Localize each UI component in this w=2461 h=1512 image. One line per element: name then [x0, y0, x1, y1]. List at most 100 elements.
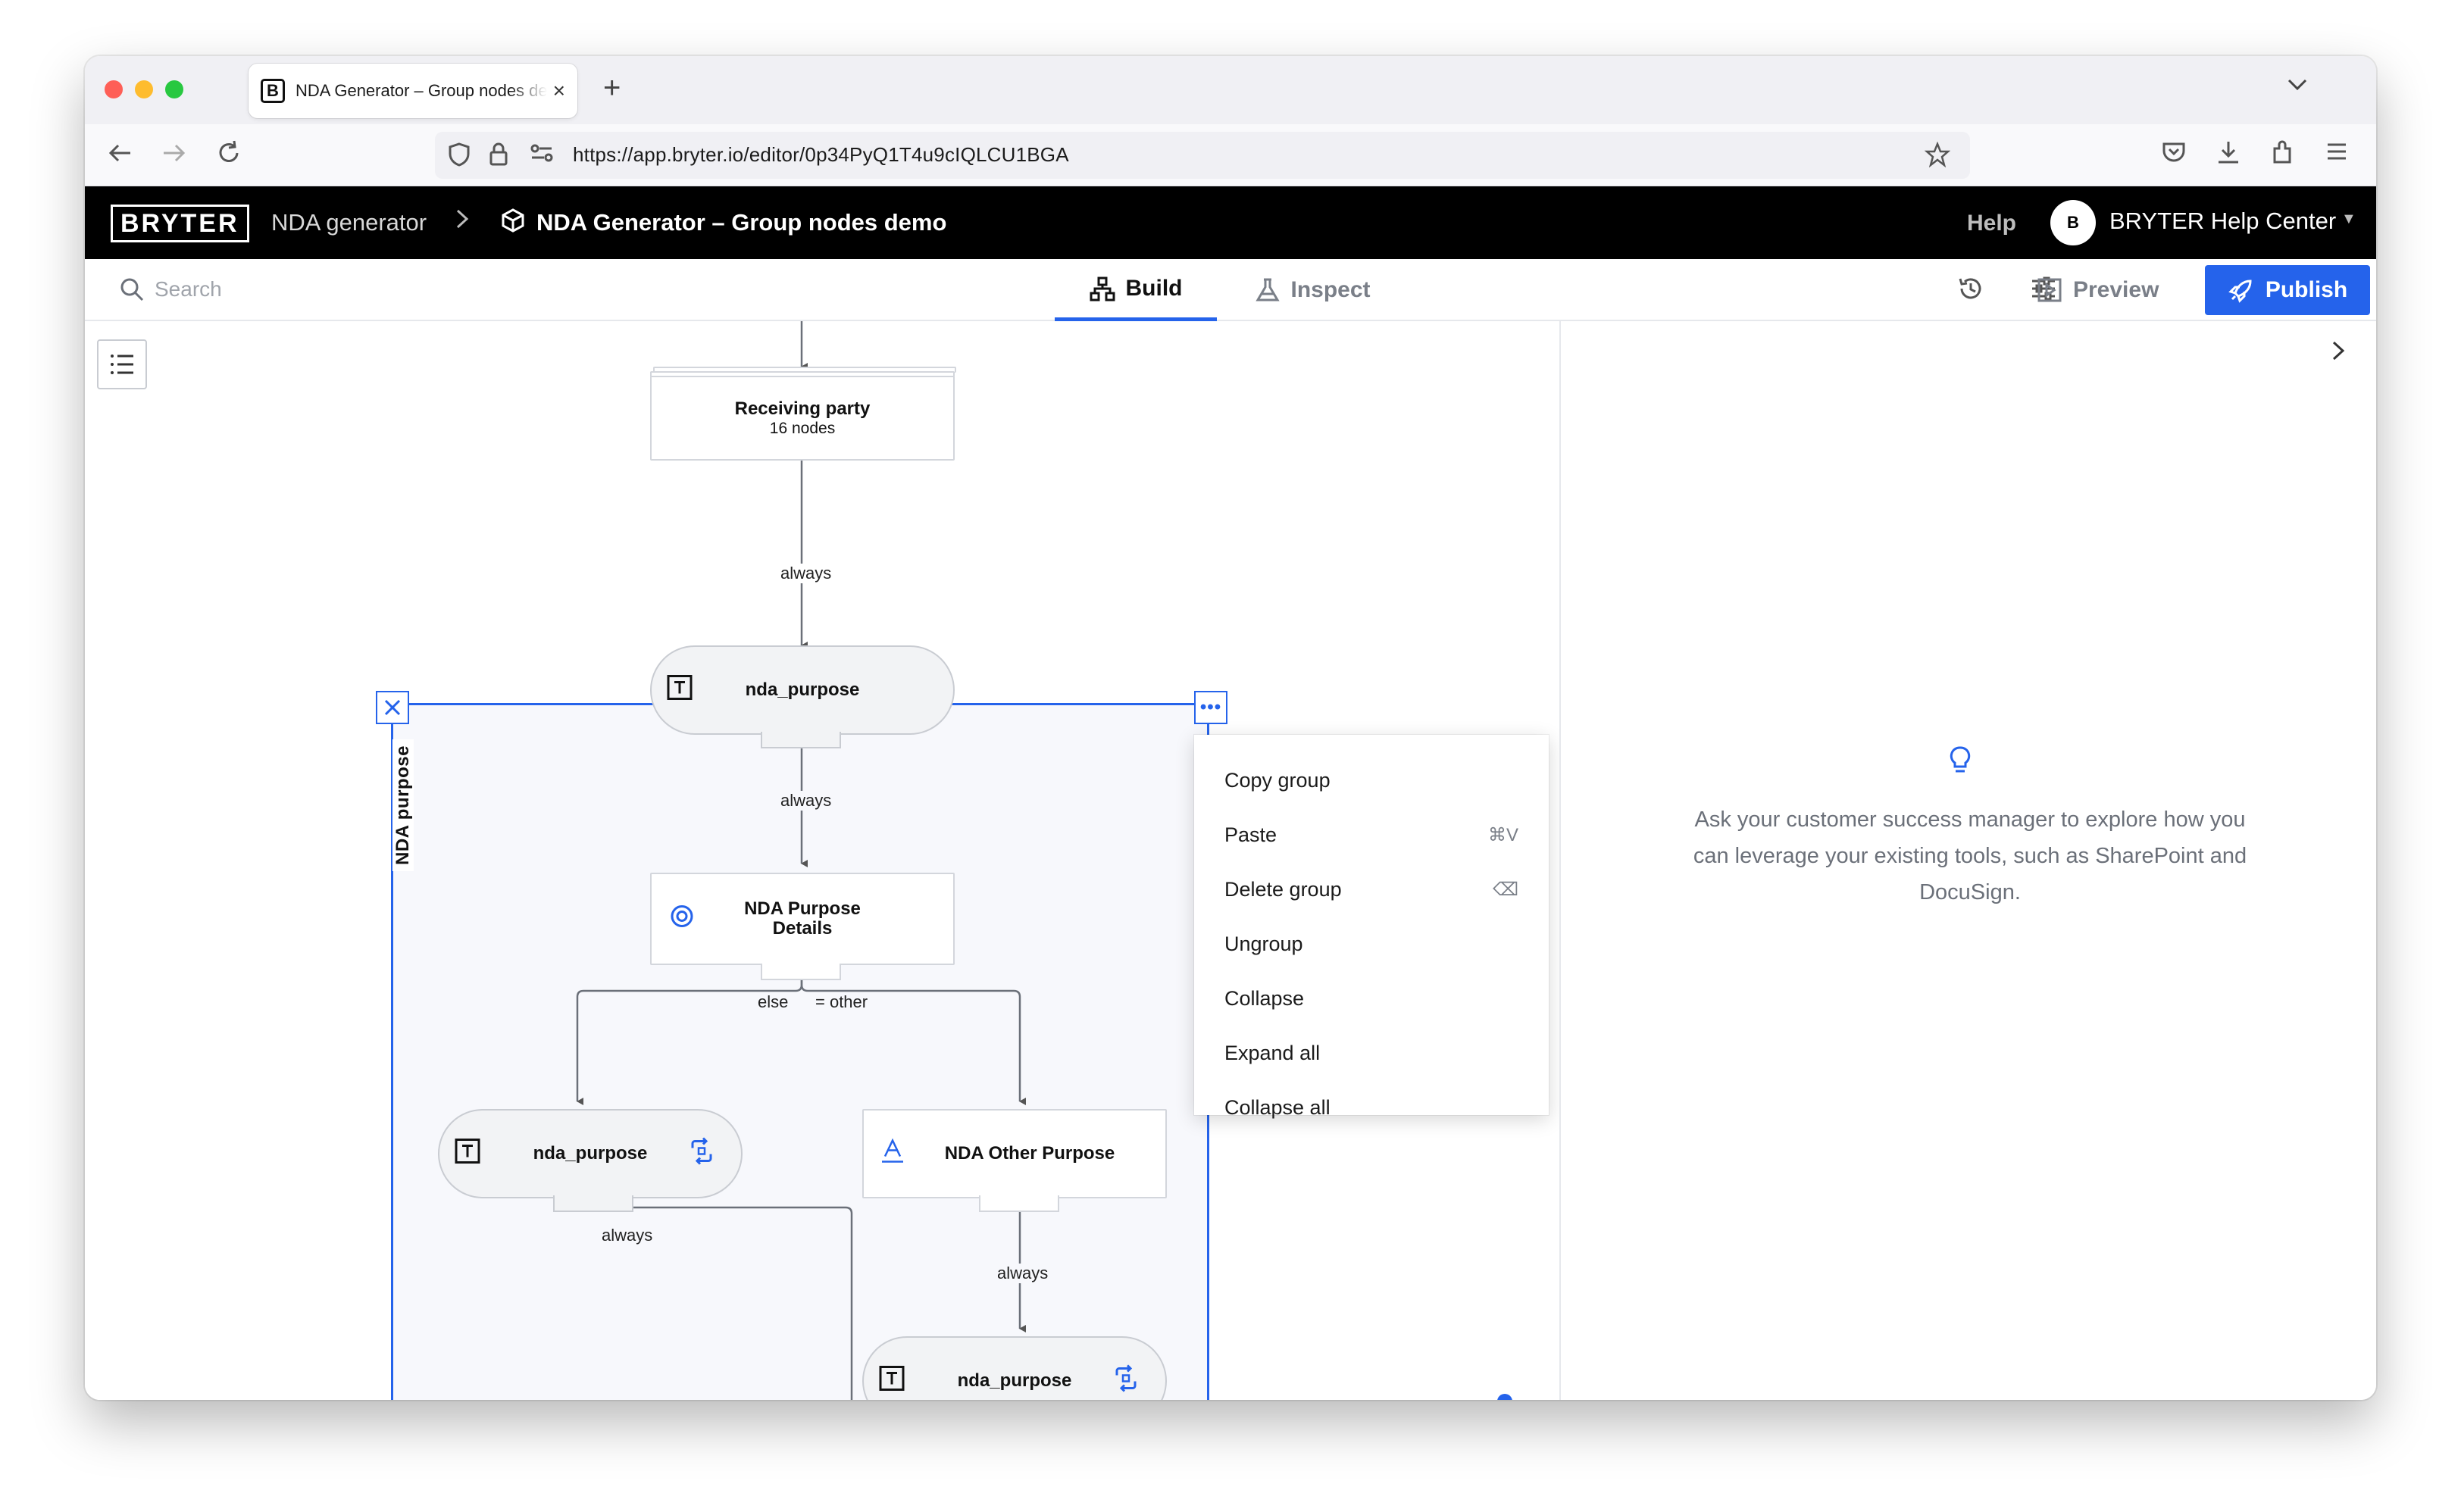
forward-arrow-icon[interactable] — [161, 139, 188, 173]
node-title: NDA Purpose Details — [744, 898, 861, 939]
new-tab-button[interactable]: + — [603, 71, 621, 105]
node-connector-tab — [761, 964, 841, 980]
help-link[interactable]: Help — [1967, 211, 2017, 236]
menu-item-shortcut: ⌘V — [1487, 824, 1518, 845]
menu-item-label: Copy group — [1224, 768, 1331, 792]
node-nda-purpose-top[interactable]: nda_purpose — [650, 645, 955, 735]
preview-button[interactable]: Preview — [2025, 268, 2171, 312]
rocket-icon — [2228, 280, 2252, 303]
breadcrumb-current: NDA Generator – Group nodes demo — [536, 209, 947, 236]
menu-item-delete-group[interactable]: Delete group ⌫ — [1194, 862, 1549, 917]
bookmark-star-icon[interactable] — [1924, 141, 1951, 173]
app-header: BRYTER NDA generator NDA Generator – Gro… — [85, 186, 2376, 259]
node-title: nda_purpose — [957, 1370, 1072, 1391]
node-nda-purpose-details[interactable]: NDA Purpose Details — [650, 873, 955, 965]
shield-icon[interactable] — [447, 142, 471, 173]
node-receiving-party[interactable]: Receiving party 16 nodes — [650, 376, 955, 461]
play-square-icon — [2037, 278, 2062, 302]
hamburger-menu-icon[interactable] — [2325, 139, 2349, 170]
menu-item-collapse[interactable]: Collapse — [1194, 971, 1549, 1026]
node-subtitle: 16 nodes — [769, 420, 836, 437]
node-connector-tab — [761, 732, 841, 748]
stack-shadow — [650, 371, 955, 377]
menu-item-label: Collapse — [1224, 986, 1305, 1010]
menu-item-label: Ungroup — [1224, 932, 1303, 955]
edge-label-always: always — [597, 1226, 658, 1245]
cube-icon — [500, 208, 526, 239]
node-nda-purpose-left[interactable]: nda_purpose — [438, 1109, 743, 1198]
edge-label-always: always — [776, 791, 836, 811]
outline-list-button[interactable] — [97, 339, 147, 389]
node-connector-tab — [553, 1195, 633, 1212]
reload-icon[interactable] — [215, 139, 242, 173]
menu-item-copy-group[interactable]: Copy group — [1194, 753, 1549, 808]
pocket-icon[interactable] — [2161, 139, 2187, 172]
browser-nav-bar: https://app.bryter.io/editor/0p34PyQ1T4u… — [85, 124, 2376, 186]
node-nda-other-purpose[interactable]: NDA Other Purpose — [862, 1109, 1167, 1198]
close-icon[interactable] — [376, 691, 409, 724]
text-input-icon — [880, 1138, 905, 1170]
publish-label: Publish — [2265, 277, 2348, 302]
browser-tab-strip: B NDA Generator – Group nodes demo – BRY… — [85, 56, 2376, 124]
flask-icon — [1256, 278, 1281, 301]
chevron-right-icon[interactable] — [2329, 338, 2347, 370]
group-label: NDA purpose — [392, 739, 414, 871]
lightbulb-icon — [1947, 745, 1973, 779]
target-icon — [670, 904, 694, 934]
loop-arrows-icon[interactable] — [688, 1137, 715, 1170]
text-node-icon — [455, 1139, 480, 1170]
minimize-window-button[interactable] — [135, 80, 153, 98]
download-icon[interactable] — [2216, 139, 2241, 172]
extensions-icon[interactable] — [2270, 139, 2296, 172]
more-horizontal-icon[interactable]: ••• — [1194, 691, 1227, 724]
address-bar[interactable]: https://app.bryter.io/editor/0p34PyQ1T4u… — [435, 132, 1970, 179]
breadcrumb-parent[interactable]: NDA generator — [271, 209, 427, 236]
chevron-down-icon[interactable] — [2287, 74, 2308, 98]
node-title: nda_purpose — [745, 679, 860, 700]
flow-canvas[interactable]: Receiving party 16 nodes always NDA purp… — [85, 321, 1559, 1400]
edge-label-always: always — [776, 564, 836, 583]
bryter-favicon-icon: B — [261, 79, 285, 103]
menu-item-label: Collapse all — [1224, 1095, 1331, 1119]
bryter-logo[interactable]: BRYTER — [111, 205, 249, 242]
text-node-icon — [667, 675, 693, 706]
loop-arrows-icon[interactable] — [1112, 1364, 1140, 1398]
tab-inspect[interactable]: Inspect — [1241, 259, 1385, 321]
edge-label-always: always — [993, 1264, 1053, 1283]
editor-toolbar: Build Inspect Preview Publish — [85, 259, 2376, 321]
tab-build[interactable]: Build — [1055, 259, 1217, 321]
caret-down-icon[interactable]: ▼ — [2341, 211, 2356, 227]
sitemap-icon — [1090, 276, 1115, 301]
menu-item-ungroup[interactable]: Ungroup — [1194, 917, 1549, 971]
menu-item-expand-all[interactable]: Expand all — [1194, 1026, 1549, 1080]
close-tab-icon[interactable]: × — [552, 79, 565, 102]
close-window-button[interactable] — [105, 80, 123, 98]
group-context-menu: Copy group Paste ⌘V Delete group ⌫ Ungro… — [1194, 735, 1549, 1119]
chevron-right-icon — [453, 206, 471, 239]
node-nda-purpose-bottom[interactable]: nda_purpose — [862, 1336, 1167, 1400]
menu-item-paste[interactable]: Paste ⌘V — [1194, 808, 1549, 862]
node-title: nda_purpose — [533, 1143, 648, 1164]
stack-shadow — [653, 367, 956, 373]
browser-window: B NDA Generator – Group nodes demo – BRY… — [85, 56, 2376, 1400]
backspace-icon: ⌫ — [1493, 879, 1518, 900]
browser-tab-active[interactable]: B NDA Generator – Group nodes demo – BRY… — [249, 64, 577, 118]
publish-button[interactable]: Publish — [2205, 265, 2370, 315]
preview-label: Preview — [2073, 277, 2159, 302]
list-icon — [111, 355, 133, 374]
tab-build-label: Build — [1125, 275, 1183, 301]
search-icon — [118, 276, 145, 307]
org-name[interactable]: BRYTER Help Center — [2109, 208, 2337, 234]
browser-tab-title: NDA Generator – Group nodes demo – BRYTE… — [296, 81, 547, 100]
menu-item-collapse-all[interactable]: Collapse all — [1194, 1080, 1549, 1135]
maximize-window-button[interactable] — [165, 80, 183, 98]
lock-icon[interactable] — [488, 142, 509, 173]
search-input[interactable] — [155, 273, 382, 306]
text-node-icon — [879, 1366, 905, 1397]
history-icon[interactable] — [1956, 274, 1985, 307]
node-connector-tab — [979, 1195, 1059, 1212]
back-arrow-icon[interactable] — [106, 139, 133, 173]
menu-item-label: Paste — [1224, 823, 1277, 846]
site-permissions-icon[interactable] — [529, 142, 555, 170]
avatar[interactable]: B — [2050, 200, 2096, 245]
